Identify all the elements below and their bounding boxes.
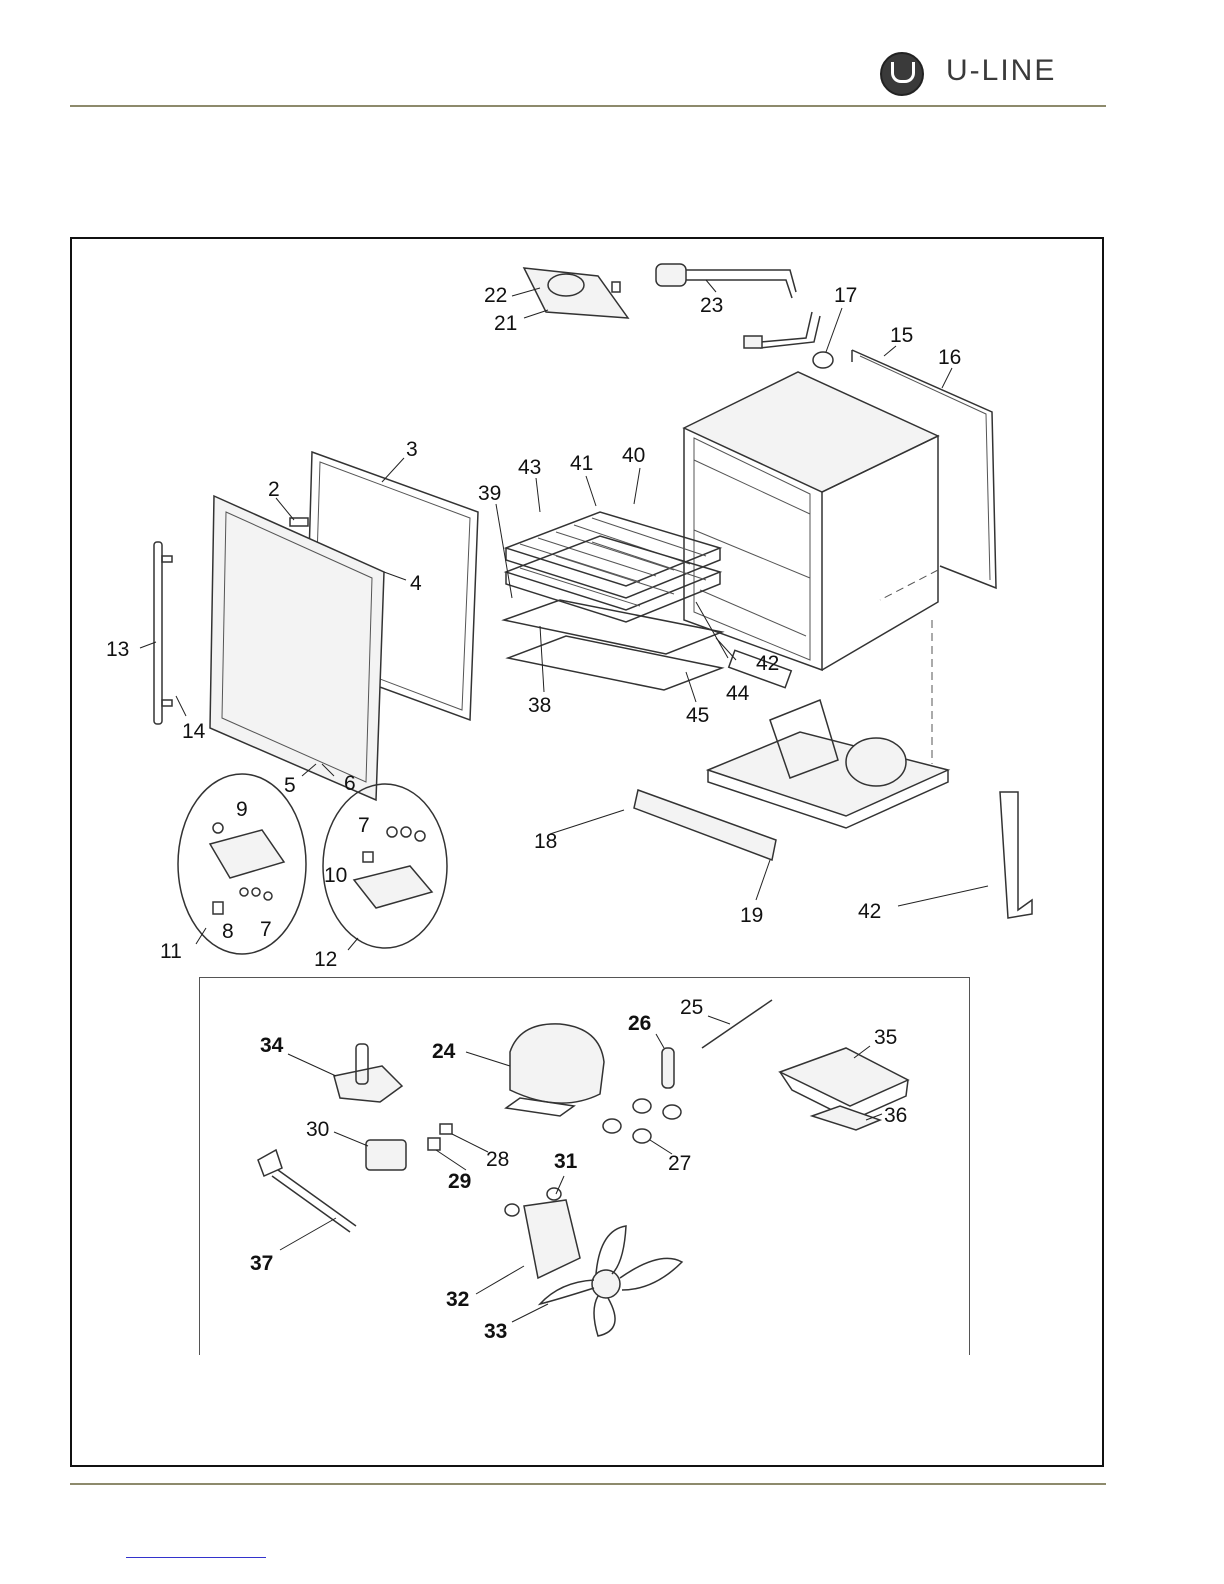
label-28: 28 [486,1148,509,1171]
label-2: 2 [268,478,280,501]
compressor-mount-part [334,1044,402,1102]
label-7-lower: 7 [260,918,272,941]
relay-part [366,1140,406,1170]
label-21: 21 [494,312,517,335]
label-43: 43 [518,456,541,479]
label-10: 10 [324,864,347,887]
label-8: 8 [222,920,234,943]
label-15: 15 [890,324,913,347]
capillary-tube-part [702,1000,772,1048]
label-11: 11 [160,940,182,963]
label-42: 42 [756,652,779,675]
label-40: 40 [622,444,645,467]
label-7-upper: 7 [358,814,370,837]
label-19: 19 [740,904,763,927]
connector-part [440,1124,452,1134]
label-36: 36 [884,1104,907,1127]
filter-drier-part [662,1048,674,1088]
door-handle-part [154,542,172,724]
footer-divider [70,1483,1106,1485]
label-35: 35 [874,1026,897,1049]
machine-compartment-base [708,700,948,828]
label-41: 41 [570,452,593,475]
label-42-bracket: 42 [858,900,881,923]
label-27: 27 [668,1152,691,1175]
label-37: 37 [250,1252,273,1275]
label-22: 22 [484,284,507,307]
label-32: 32 [446,1288,469,1311]
door-part [210,496,384,800]
kick-plate-part [634,790,776,860]
label-34: 34 [260,1034,284,1057]
overload-part [428,1138,440,1150]
label-24: 24 [432,1040,456,1063]
hinge-plates [210,823,432,914]
label-4: 4 [410,572,422,595]
label-6: 6 [344,772,356,795]
label-38: 38 [528,694,551,717]
wire-shelf-part [506,512,720,622]
label-14: 14 [182,720,206,743]
label-12: 12 [314,948,337,971]
label-13: 13 [106,638,129,661]
drain-bracket-part [1000,792,1032,918]
label-23: 23 [700,294,723,317]
power-cord-part [258,1150,356,1232]
back-panel-part [852,350,996,588]
label-18: 18 [534,830,557,853]
cabinet-part [684,372,938,764]
label-44: 44 [726,682,750,705]
label-39: 39 [478,482,501,505]
label-33: 33 [484,1320,507,1343]
label-25: 25 [680,996,703,1019]
grommet-part [813,352,833,368]
label-29: 29 [448,1170,471,1193]
pan-pad-part [812,1106,880,1130]
label-3: 3 [406,438,418,461]
footer-link-underline[interactable] [126,1557,266,1558]
compressor-part [506,1024,604,1116]
light-socket-wire-part [656,264,820,348]
label-45: 45 [686,704,709,727]
label-9: 9 [236,798,248,821]
fan-motor-part [505,1188,580,1278]
label-26: 26 [628,1012,651,1035]
label-5: 5 [284,774,296,797]
label-31: 31 [554,1150,578,1173]
label-17: 17 [834,284,857,307]
label-30: 30 [306,1118,329,1141]
light-cover-part [524,268,628,318]
label-16: 16 [938,346,961,369]
grommets-part [603,1099,681,1143]
